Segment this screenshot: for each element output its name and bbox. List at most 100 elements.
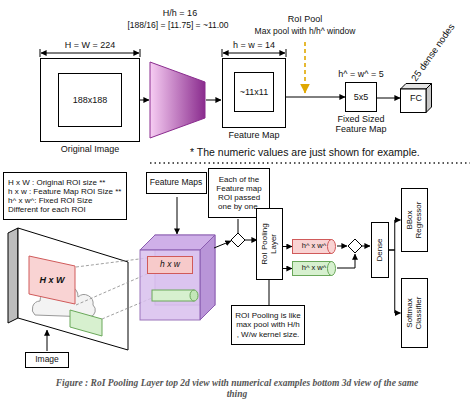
node-text: Different for each ROI bbox=[8, 205, 86, 214]
flow-arrow bbox=[238, 219, 239, 233]
node-label: H = W = 224 bbox=[65, 40, 116, 50]
node-label: RoI Pooling Layer bbox=[260, 220, 278, 268]
connector bbox=[286, 97, 345, 98]
node-label: 25 dense nodes bbox=[410, 22, 458, 84]
cylinder-end bbox=[328, 262, 336, 276]
original-image: H = W = 224Original Image188x188 bbox=[40, 58, 140, 142]
image-label-box: Image bbox=[25, 352, 69, 368]
green-roi bbox=[70, 310, 102, 336]
node-text: h^ x w^: Fixed ROI Size bbox=[8, 196, 92, 205]
decision-diamond bbox=[231, 233, 362, 253]
node-text: Each of the Feature map ROI passed one b… bbox=[212, 175, 266, 212]
node-label: Feature Map bbox=[228, 130, 279, 140]
connector bbox=[283, 268, 293, 269]
pooled-roi: h^ x w^ bbox=[292, 239, 336, 254]
roi-region bbox=[29, 256, 75, 304]
annotation: Max pool with h/h^ window bbox=[240, 27, 370, 37]
node-text: h x w bbox=[160, 260, 180, 270]
cube-side bbox=[426, 84, 432, 113]
node-text: H x W bbox=[39, 275, 64, 285]
separator bbox=[150, 162, 470, 164]
cnn-backbone bbox=[150, 62, 205, 138]
projection-line bbox=[76, 258, 147, 267]
cylinder-end bbox=[328, 240, 336, 254]
bbox-regressor: BBox Regressor bbox=[401, 188, 428, 252]
connector bbox=[389, 220, 401, 250]
dimension-line bbox=[223, 53, 285, 54]
roi-box: 188x188 bbox=[58, 73, 122, 127]
cube-front bbox=[401, 89, 427, 113]
decision-diamond bbox=[348, 239, 362, 253]
node-label: Dense bbox=[375, 225, 384, 275]
roi-box: ~11x11 bbox=[234, 72, 274, 112]
roi-pooling-layer: RoI Pooling Layer bbox=[256, 208, 283, 280]
image-slab bbox=[18, 228, 128, 350]
feature-roi: h x w bbox=[147, 256, 193, 274]
flow-arrow bbox=[214, 241, 231, 248]
flow-arrow bbox=[337, 254, 355, 268]
node-text: h^ x w^ bbox=[302, 264, 327, 273]
connector bbox=[269, 280, 270, 305]
node-label: Original Image bbox=[59, 144, 121, 154]
fc-layer: FC25 dense nodes bbox=[400, 83, 432, 113]
dimension-line bbox=[40, 49, 41, 57]
node-label: Fixed Sized Feature Map bbox=[325, 114, 397, 135]
node-text: 188x188 bbox=[73, 95, 108, 105]
node-text: h x w : Feature Map ROI Size ** bbox=[8, 187, 121, 196]
connector bbox=[377, 98, 400, 99]
green-cylinder bbox=[152, 290, 198, 301]
feature-cube bbox=[140, 235, 215, 320]
annotation: [188/16] = [11.75] = ~11.00 bbox=[108, 21, 248, 31]
flow-arrow bbox=[177, 197, 178, 234]
decision-diamond bbox=[231, 233, 245, 247]
node-label: BBox Regressor bbox=[405, 192, 423, 248]
cylinder-body bbox=[293, 262, 332, 276]
dense-layer: Dense bbox=[371, 222, 389, 278]
footnote: * The numeric values are just shown for … bbox=[190, 146, 470, 158]
separator bbox=[150, 163, 470, 164]
cylinder-body bbox=[293, 240, 332, 254]
connector bbox=[283, 246, 293, 247]
cnn-backbone bbox=[150, 62, 205, 138]
node-text: Feature Maps bbox=[150, 178, 202, 188]
node-label: h^ = w^ = 5 bbox=[338, 69, 383, 79]
flow-arrow bbox=[337, 246, 347, 247]
dimension-line bbox=[41, 53, 139, 54]
dimension-line bbox=[286, 49, 287, 57]
dimension-line bbox=[40, 49, 286, 57]
fixed-feature-map: h^ = w^ = 55x5Fixed Sized Feature Map bbox=[345, 82, 377, 112]
image-roi: H x W bbox=[28, 255, 76, 305]
green-cylinder bbox=[152, 290, 194, 301]
flow-arrow bbox=[362, 246, 370, 247]
flow-arrow bbox=[140, 100, 221, 101]
node-text: 5x5 bbox=[354, 92, 369, 102]
image-slab bbox=[8, 228, 18, 323]
flow-arrow bbox=[206, 100, 221, 101]
node-text: FC bbox=[410, 93, 422, 103]
dimension-line bbox=[222, 49, 223, 57]
feature-cube bbox=[140, 250, 200, 320]
node-text: ROI Pooling is like max pool with H/h , … bbox=[235, 311, 301, 339]
softmax-classifier: Softmax Classifier bbox=[401, 278, 428, 348]
feature-map: h = w = 14Feature Map~11x11 bbox=[222, 58, 286, 128]
roi-pool-arrow bbox=[305, 42, 306, 93]
connector bbox=[389, 250, 401, 313]
pooled-roi: h^ x w^ bbox=[292, 261, 336, 276]
dimension-line bbox=[140, 49, 141, 57]
projection-line bbox=[76, 274, 147, 305]
flow-arrow bbox=[47, 330, 48, 351]
feature-cube bbox=[200, 235, 215, 320]
node-text: h^ x w^ bbox=[302, 242, 327, 251]
image-slab bbox=[8, 228, 128, 350]
node-text: Image bbox=[35, 355, 59, 365]
node-label: h = w = 14 bbox=[233, 40, 275, 50]
roi-pool-arrow bbox=[304, 42, 306, 93]
node-text: H x W : Original ROI size ** bbox=[8, 178, 105, 187]
flow-arrow bbox=[140, 100, 149, 101]
green-cylinder bbox=[190, 290, 198, 301]
flow-arrow bbox=[47, 197, 370, 351]
process-box: Feature Maps bbox=[146, 172, 207, 194]
green-roi bbox=[70, 310, 102, 336]
figure-caption: Figure : RoI Pooling Layer top 2d view w… bbox=[50, 378, 424, 400]
note-box: ROI Pooling is like max pool with H/h , … bbox=[231, 305, 305, 345]
